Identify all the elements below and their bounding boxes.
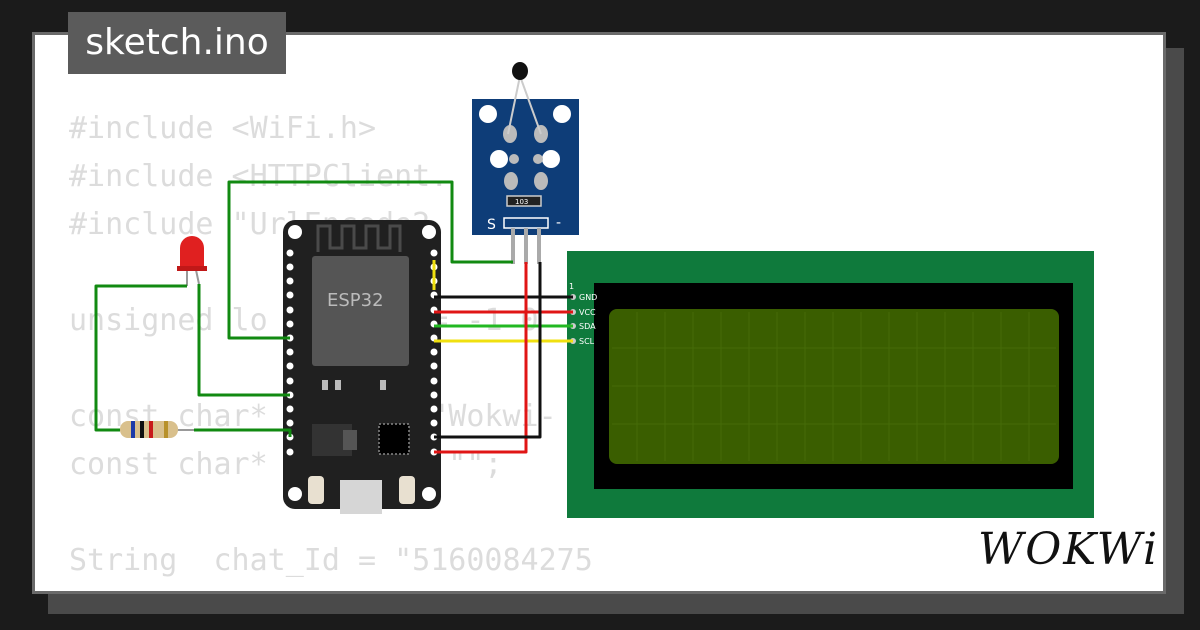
lcd-display[interactable]: 1 GND VCC SDA SCL [567,251,1094,518]
esp32-chip-label: ESP32 [327,290,384,311]
temperature-sensor-module[interactable]: 103 S - [472,62,579,264]
sensor-pad-icon [503,125,517,143]
boot-button[interactable] [308,476,324,504]
sensor-pad-icon [533,154,543,164]
sensor-hole-icon [490,150,508,168]
wire-red-sensor-vcc[interactable] [434,262,528,454]
sensor-hole-icon [553,105,571,123]
thermistor-lead [507,75,521,135]
voltage-regulator-tab [343,430,357,450]
thermistor-lead [519,75,542,135]
code-line: unsigned lo = -1 0 [69,303,539,338]
sensor-hole-icon [479,105,497,123]
led[interactable] [177,236,207,286]
sensor-pin[interactable] [524,228,528,264]
smd-component-icon [380,380,386,390]
sensor-pad-icon [534,172,548,190]
resistor-band [164,421,168,438]
lcd-pin1-label: 1 [569,282,574,291]
mounting-hole-icon [422,225,436,239]
wires[interactable] [94,180,573,454]
mounting-hole-icon [288,225,302,239]
resistor-band [149,421,153,438]
esp32-board[interactable]: ESP32 [283,220,441,514]
sensor-label-minus: - [556,215,561,231]
wire-green-resistor[interactable] [194,428,292,437]
wire-green-sensor-signal[interactable] [227,180,513,340]
led-icon [180,236,204,268]
sensor-label-s: S [487,217,496,233]
code-line: String chat_Id = "5160084275 [69,543,593,578]
usb-port-icon[interactable] [340,480,382,514]
enable-button[interactable] [399,476,415,504]
sensor-pin[interactable] [537,228,541,264]
sensor-pad-icon [504,172,518,190]
resistor-band [131,421,135,438]
usb-chip-icon [378,423,410,455]
sensor-pin[interactable] [511,228,515,264]
led-leg [195,269,200,285]
code-line: const char* "Wokwi- [69,399,557,434]
esp32-module [312,256,409,366]
sensor-pad-icon [509,154,519,164]
antenna-trace-icon [316,224,402,252]
file-name-tab: sketch.ino [68,12,286,74]
wokwi-logo: WOKWi [978,524,1160,575]
led-rim [177,266,207,271]
wire-green-led-anode[interactable] [197,284,290,397]
thermistor-icon [512,62,528,80]
sensor-hole-icon [542,150,560,168]
lcd-pin-label-sda: SDA [579,322,596,331]
esp32-right-header[interactable] [430,249,438,456]
code-background: #include <WiFi.h>#include <HTTPClient.#i… [69,105,593,585]
lcd-pin-label-scl: SCL [579,337,595,346]
lcd-pin-label-vcc: VCC [579,308,596,317]
lcd-character-grid [612,312,1056,461]
code-line: #include <WiFi.h> [69,111,377,146]
mounting-hole-icon [288,487,302,501]
mounting-hole-icon [422,487,436,501]
smd-component-icon [335,380,341,390]
sensor-resistor-code: 103 [515,198,528,206]
code-line: #include <HTTPClient. [69,159,449,194]
wire-green-led-ground[interactable] [94,284,187,432]
resistor[interactable] [106,421,194,438]
sensor-resistor-icon [506,195,542,207]
lcd-pin-label-gnd: GND [579,293,597,302]
smd-component-icon [322,380,328,390]
resistor-band [140,421,144,438]
wire-black-sensor-gnd[interactable] [434,262,542,439]
esp32-left-header[interactable] [286,249,294,456]
